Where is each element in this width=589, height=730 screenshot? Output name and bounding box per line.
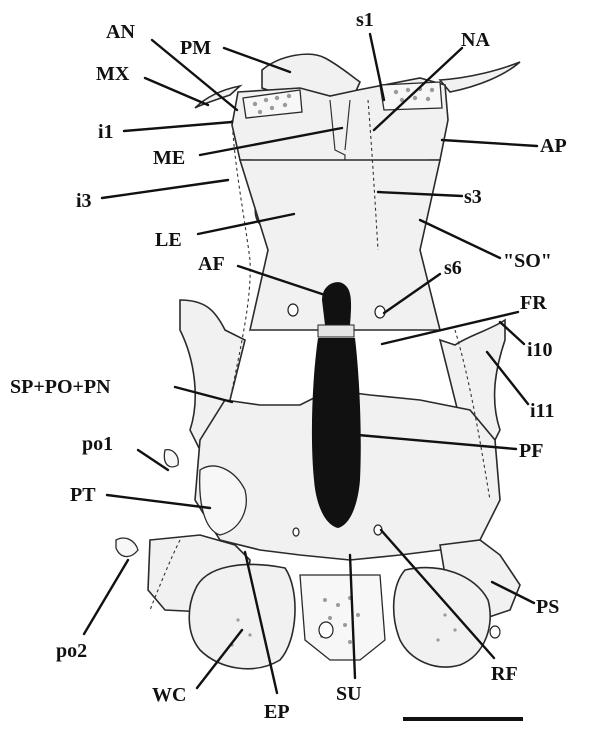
leader-po1 [138, 450, 168, 470]
label-i3: i3 [76, 190, 92, 212]
label-MX: MX [96, 63, 130, 85]
label-PF: PF [519, 440, 543, 462]
label-FR: FR [520, 292, 547, 314]
label-SPPOPN: SP+PO+PN [10, 376, 111, 398]
leader-MX [145, 78, 208, 105]
label-LE: LE [155, 229, 182, 251]
label-RF: RF [491, 663, 518, 685]
leader-SO [420, 220, 500, 258]
label-AP: AP [540, 135, 567, 157]
label-PM: PM [180, 37, 211, 59]
label-WC: WC [152, 684, 186, 706]
label-SO: "SO" [503, 250, 552, 272]
leader-i1 [124, 122, 232, 131]
label-i11: i11 [530, 400, 554, 422]
leader-AP [442, 140, 537, 146]
label-s6: s6 [444, 257, 462, 279]
label-i1: i1 [98, 121, 114, 143]
label-i10: i10 [527, 339, 553, 361]
label-EP: EP [264, 701, 290, 723]
leader-i3 [102, 180, 228, 198]
label-po1: po1 [82, 433, 113, 455]
label-PT: PT [70, 484, 96, 506]
label-s1: s1 [356, 9, 374, 31]
leader-po2 [84, 560, 128, 634]
label-NA: NA [461, 29, 490, 51]
scale-bar [403, 717, 523, 721]
label-AN: AN [106, 21, 135, 43]
label-SU: SU [336, 683, 362, 705]
label-ME: ME [153, 147, 185, 169]
label-PS: PS [536, 596, 559, 618]
label-s3: s3 [464, 186, 482, 208]
label-po2: po2 [56, 640, 87, 662]
label-AF: AF [198, 253, 225, 275]
